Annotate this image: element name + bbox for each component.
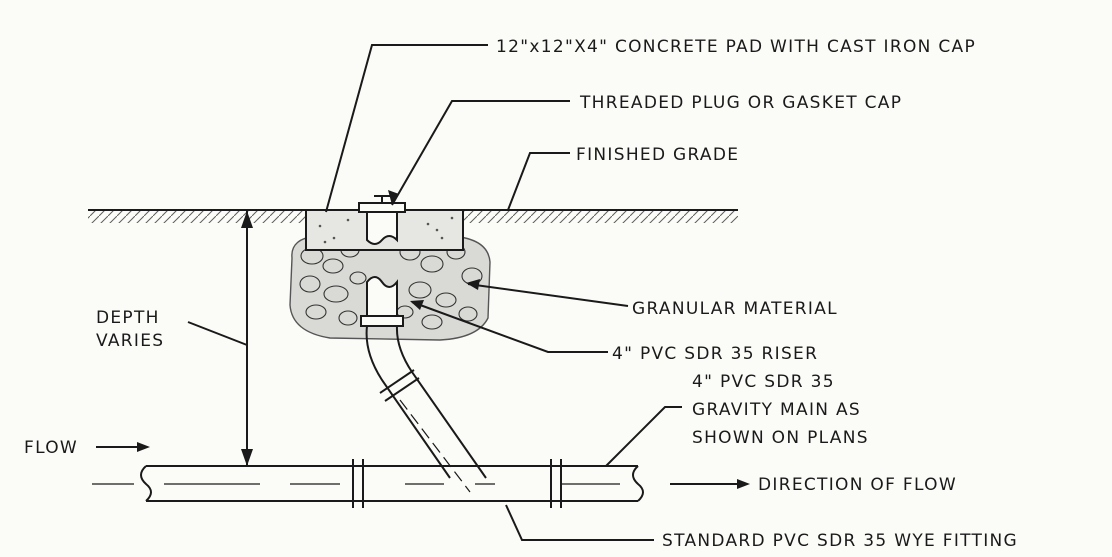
riser-lower-segment [366,276,398,323]
leader-lines [96,44,750,541]
label-gravity-main-line1: 4" PVC SDR 35 [692,372,835,392]
label-varies: VARIES [96,331,164,351]
label-flow: FLOW [24,438,78,458]
label-direction-of-flow: DIRECTION OF FLOW [758,475,957,495]
bend-coupling [379,369,420,402]
label-gravity-main-line2: GRAVITY MAIN AS [692,400,861,420]
riser-upper-segment [366,211,398,245]
label-gravity-main-line3: SHOWN ON PLANS [692,428,869,448]
main-coupling-right [550,459,562,508]
label-wye-fitting: STANDARD PVC SDR 35 WYE FITTING [662,531,1018,551]
gravity-main-pipe [92,465,644,502]
main-coupling-left [352,459,364,508]
threaded-plug-cap [358,195,406,213]
label-granular-material: GRANULAR MATERIAL [632,299,838,319]
label-riser: 4" PVC SDR 35 RISER [612,344,818,364]
riser-bend [365,325,487,479]
depth-dimension [187,211,253,466]
label-threaded-plug: THREADED PLUG OR GASKET CAP [579,93,902,113]
wye-centerline [399,399,471,493]
riser-coupling [360,315,404,327]
label-depth: DEPTH [96,308,160,328]
label-finished-grade: FINISHED GRADE [576,145,739,165]
label-concrete-pad: 12"x12"X4" CONCRETE PAD WITH CAST IRON C… [496,37,976,57]
